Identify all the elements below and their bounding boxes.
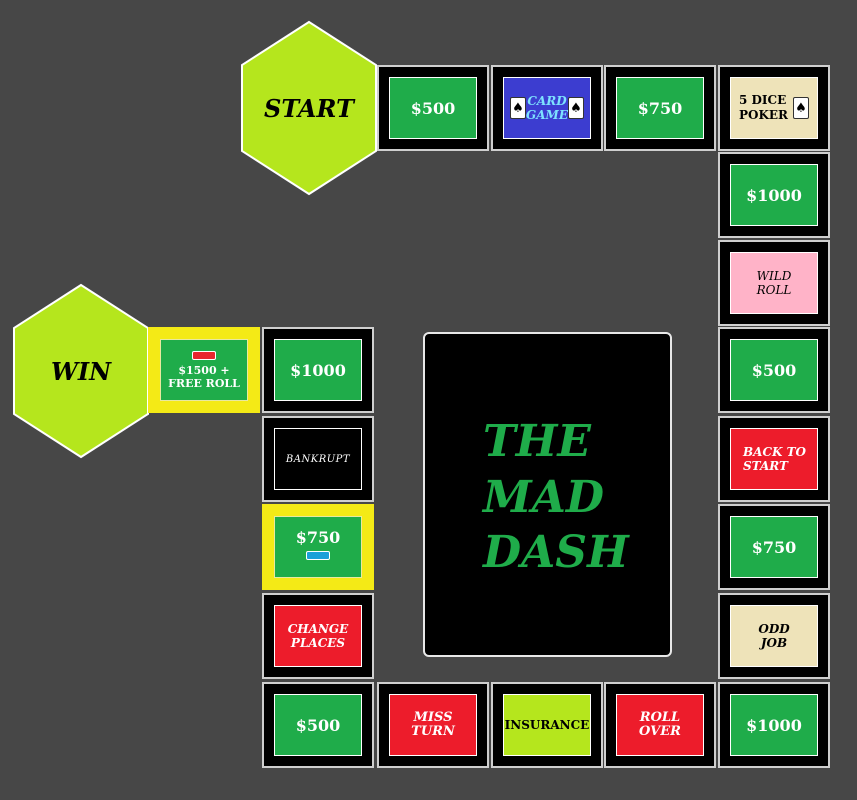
tile-label-line1: 5 DICE	[739, 93, 787, 107]
start-space[interactable]: START	[240, 20, 378, 196]
tile-bankrupt[interactable]: BANKRUPT	[262, 416, 374, 502]
tile-cash-1000-bottom[interactable]: $1000	[718, 682, 830, 768]
spade-card-icon: ♠	[568, 97, 584, 119]
tile-face: ROLL OVER	[616, 694, 704, 756]
start-hexagon-shape	[241, 20, 377, 196]
tile-label-line1: CHANGE	[287, 622, 349, 636]
tile-label-line1: $1500 +	[178, 363, 230, 377]
tile-cash-750-top[interactable]: $750	[604, 65, 716, 151]
tile-face: MISS TURN	[389, 694, 477, 756]
title-line-1: THE	[483, 416, 591, 467]
win-space[interactable]: WIN	[12, 283, 150, 459]
tile-label-line2: POKER	[739, 108, 789, 122]
tile-label-line1: CARD	[527, 94, 567, 108]
tile-face: $1500 + FREE ROLL	[160, 339, 248, 401]
win-label: WIN	[50, 357, 112, 386]
tile-face: BACK TO START	[730, 428, 818, 490]
tile-label-line2: FREE ROLL	[168, 376, 240, 390]
tile-cash-750-left[interactable]: $750	[262, 504, 374, 590]
tile-label-line1: ODD	[758, 622, 790, 636]
tile-cash-500-bottom[interactable]: $500	[262, 682, 374, 768]
tile-label: $500	[730, 339, 818, 401]
player-token-blue	[306, 551, 330, 560]
tile-label-line2: JOB	[760, 636, 788, 650]
tile-wild-roll[interactable]: WILD ROLL	[718, 240, 830, 326]
tile-label-line1: ROLL	[639, 710, 681, 725]
tile-back-to-start[interactable]: BACK TO START	[718, 416, 830, 502]
tile-face: CHANGE PLACES	[274, 605, 362, 667]
tile-insurance[interactable]: INSURANCE	[491, 682, 603, 768]
title-line-3: DASH	[483, 527, 629, 578]
tile-label-line1: WILD	[756, 269, 792, 283]
tile-face: ODD JOB	[730, 605, 818, 667]
tile-cash-750-right[interactable]: $750	[718, 504, 830, 590]
tile-miss-turn[interactable]: MISS TURN	[377, 682, 489, 768]
tile-cash-1000-left[interactable]: $1000	[262, 327, 374, 413]
tile-face: 5 DICE POKER ♠	[730, 77, 818, 139]
tile-label: $500	[274, 694, 362, 756]
tile-label: INSURANCE	[503, 694, 591, 756]
tile-label: $1000	[730, 164, 818, 226]
tile-label: $750	[730, 516, 818, 578]
tile-cash-500-top[interactable]: $500	[377, 65, 489, 151]
tile-label: $750	[616, 77, 704, 139]
tile-bonus-free-roll[interactable]: $1500 + FREE ROLL	[148, 327, 260, 413]
tile-label-line2: ROLL	[756, 283, 792, 297]
tile-label: BANKRUPT	[274, 428, 362, 490]
tile-label-line2: TURN	[411, 724, 455, 739]
tile-face: ♠ CARD GAME ♠	[503, 77, 591, 139]
tile-five-dice-poker[interactable]: 5 DICE POKER ♠	[718, 65, 830, 151]
tile-label-line1: BACK TO	[743, 445, 806, 459]
tile-face: WILD ROLL	[730, 252, 818, 314]
tile-roll-over[interactable]: ROLL OVER	[604, 682, 716, 768]
tile-label-line2: START	[743, 459, 788, 473]
tile-label-line1: MISS	[413, 710, 453, 725]
tile-cash-1000-right[interactable]: $1000	[718, 152, 830, 238]
tile-label: $500	[389, 77, 477, 139]
tile-face: $750	[274, 516, 362, 578]
tile-label: $1000	[274, 339, 362, 401]
tile-odd-job[interactable]: ODD JOB	[718, 593, 830, 679]
tile-label-line2: PLACES	[290, 636, 346, 650]
tile-label: $750	[295, 528, 341, 547]
start-label: START	[264, 94, 354, 123]
tile-cash-500-right[interactable]: $500	[718, 327, 830, 413]
tile-card-game[interactable]: ♠ CARD GAME ♠	[491, 65, 603, 151]
tile-label-line2: OVER	[639, 724, 681, 739]
spade-card-icon: ♠	[793, 97, 809, 119]
player-token-red	[192, 350, 216, 360]
tile-label: $1000	[730, 694, 818, 756]
spade-card-icon: ♠	[510, 97, 526, 119]
title-board: THE MAD DASH	[423, 332, 672, 657]
title-line-2: MAD	[483, 472, 604, 523]
tile-change-places[interactable]: CHANGE PLACES	[262, 593, 374, 679]
tile-label-line2: GAME	[526, 108, 568, 122]
